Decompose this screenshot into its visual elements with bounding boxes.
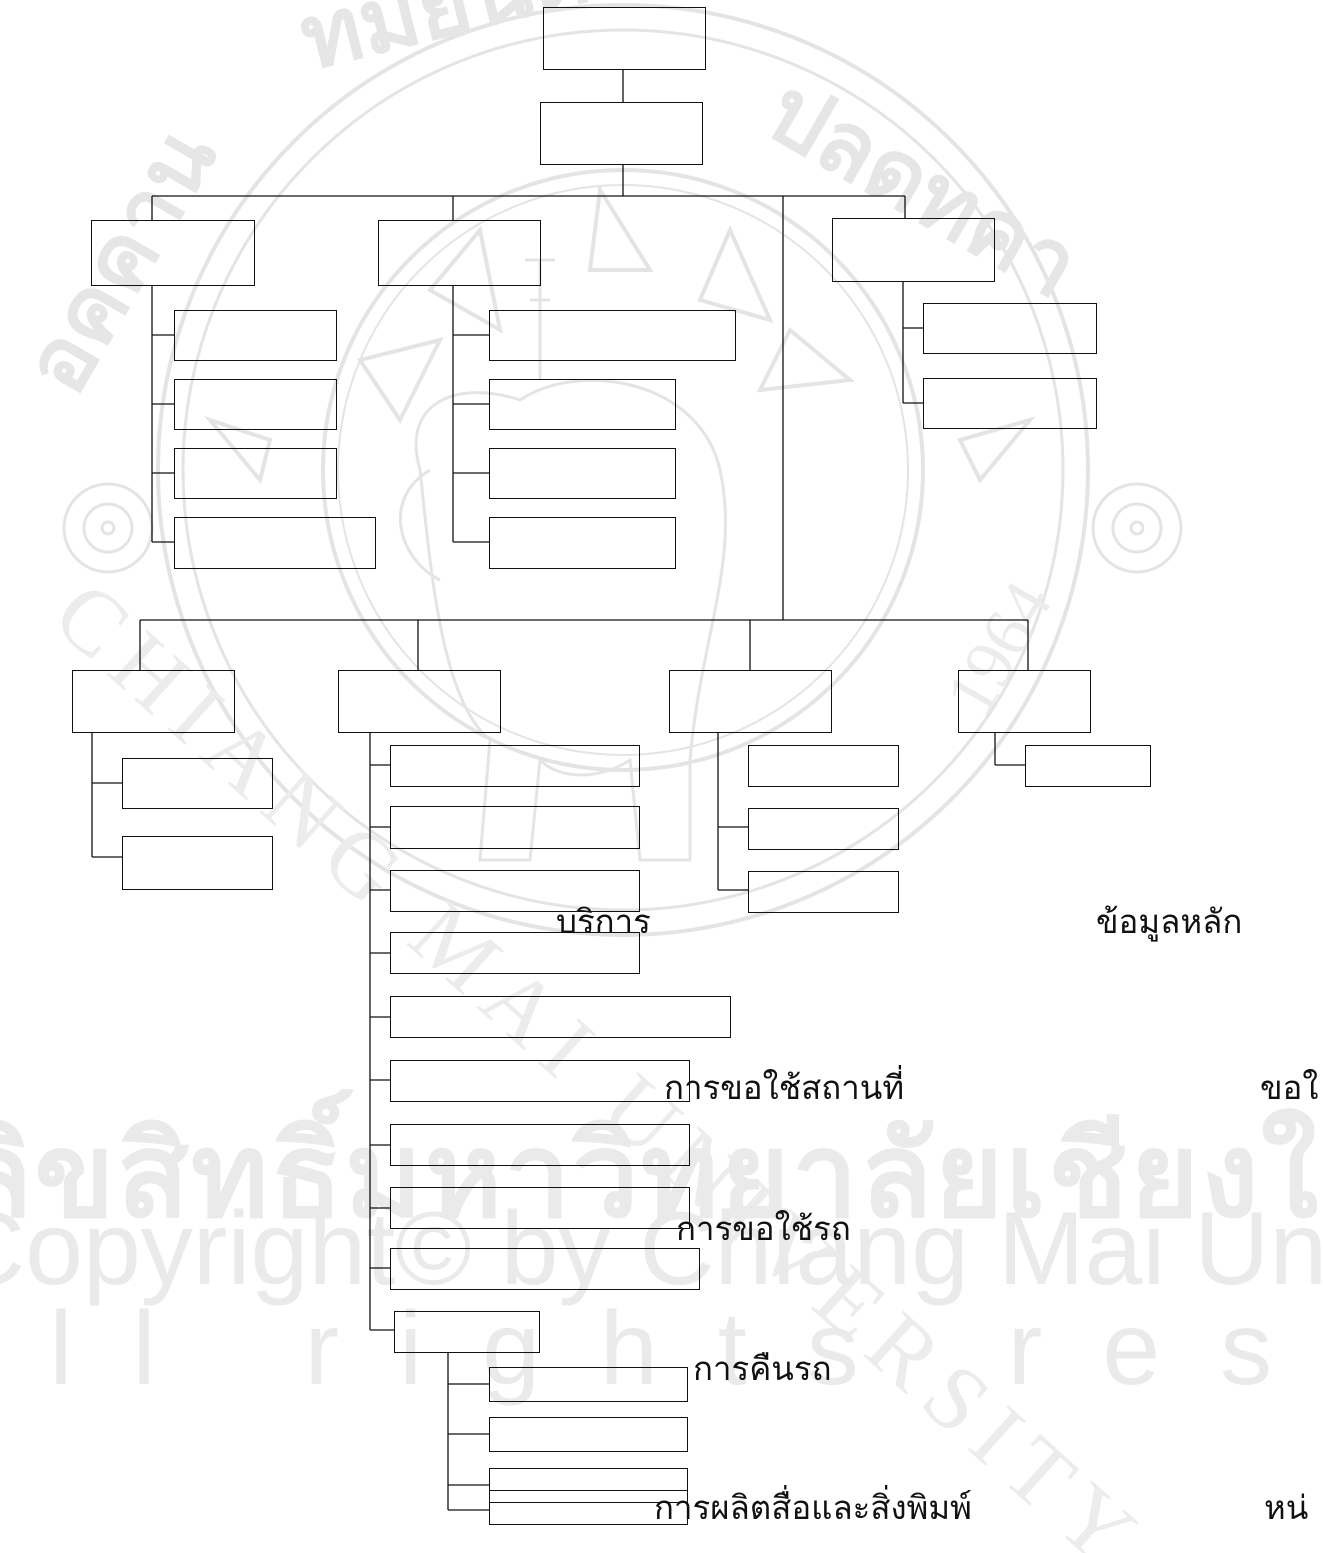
org-branch-box-1 bbox=[91, 220, 255, 286]
label-venue-request: การขอใช้สถานที่ bbox=[664, 1071, 904, 1104]
org-service-child-9 bbox=[390, 1248, 700, 1290]
org-service-child-7 bbox=[390, 1124, 690, 1166]
org-child-box-1-4 bbox=[174, 517, 376, 569]
label-media-production: การผลิตสื่อและสิ่งพิมพ์ bbox=[654, 1491, 972, 1524]
label-master-data: ข้อมูลหลัก bbox=[1096, 905, 1242, 938]
org-lower-child-1-2 bbox=[122, 836, 273, 890]
org-child-box-1-1 bbox=[174, 310, 337, 361]
org-child-box-3-1 bbox=[923, 303, 1097, 354]
org-lower-child-1-1 bbox=[122, 758, 273, 809]
org-lower-child-3-3 bbox=[748, 871, 899, 913]
org-child-box-1-3 bbox=[174, 448, 337, 499]
label-vehicle-request: การขอใช้รถ bbox=[676, 1212, 851, 1245]
org-service-sub-1 bbox=[489, 1367, 688, 1402]
org-child-box-2-1 bbox=[489, 310, 736, 361]
label-venue-request-right: ขอใ bbox=[1260, 1071, 1319, 1104]
org-child-box-1-2 bbox=[174, 379, 337, 430]
org-child-box-2-2 bbox=[489, 379, 676, 430]
org-level2-box bbox=[540, 102, 703, 165]
org-child-box-2-4 bbox=[489, 517, 676, 569]
org-lower-box-service bbox=[338, 670, 501, 733]
org-branch-box-3 bbox=[832, 218, 995, 282]
org-lower-child-3-2 bbox=[748, 808, 899, 850]
org-service-child-5 bbox=[390, 996, 731, 1038]
org-lower-box-1 bbox=[72, 670, 235, 733]
org-service-child-6 bbox=[390, 1060, 690, 1102]
label-unit-right: หน่ bbox=[1264, 1491, 1308, 1524]
label-service: บริการ bbox=[556, 905, 651, 938]
org-service-child-2 bbox=[390, 806, 640, 849]
org-service-child-1 bbox=[390, 745, 640, 787]
org-lower-child-3-1 bbox=[748, 745, 899, 787]
org-child-box-3-2 bbox=[923, 378, 1097, 429]
org-lower-child-4-1 bbox=[1025, 745, 1151, 787]
label-vehicle-return: การคืนรถ bbox=[693, 1352, 832, 1385]
org-service-child-8 bbox=[390, 1187, 690, 1229]
org-lower-box-3 bbox=[669, 670, 832, 733]
org-branch-box-2 bbox=[378, 220, 541, 286]
org-lower-box-4 bbox=[958, 670, 1091, 733]
org-service-sub-2 bbox=[489, 1417, 688, 1452]
org-root-box bbox=[543, 7, 706, 70]
org-child-box-2-3 bbox=[489, 448, 676, 499]
org-service-child-10 bbox=[394, 1311, 540, 1353]
